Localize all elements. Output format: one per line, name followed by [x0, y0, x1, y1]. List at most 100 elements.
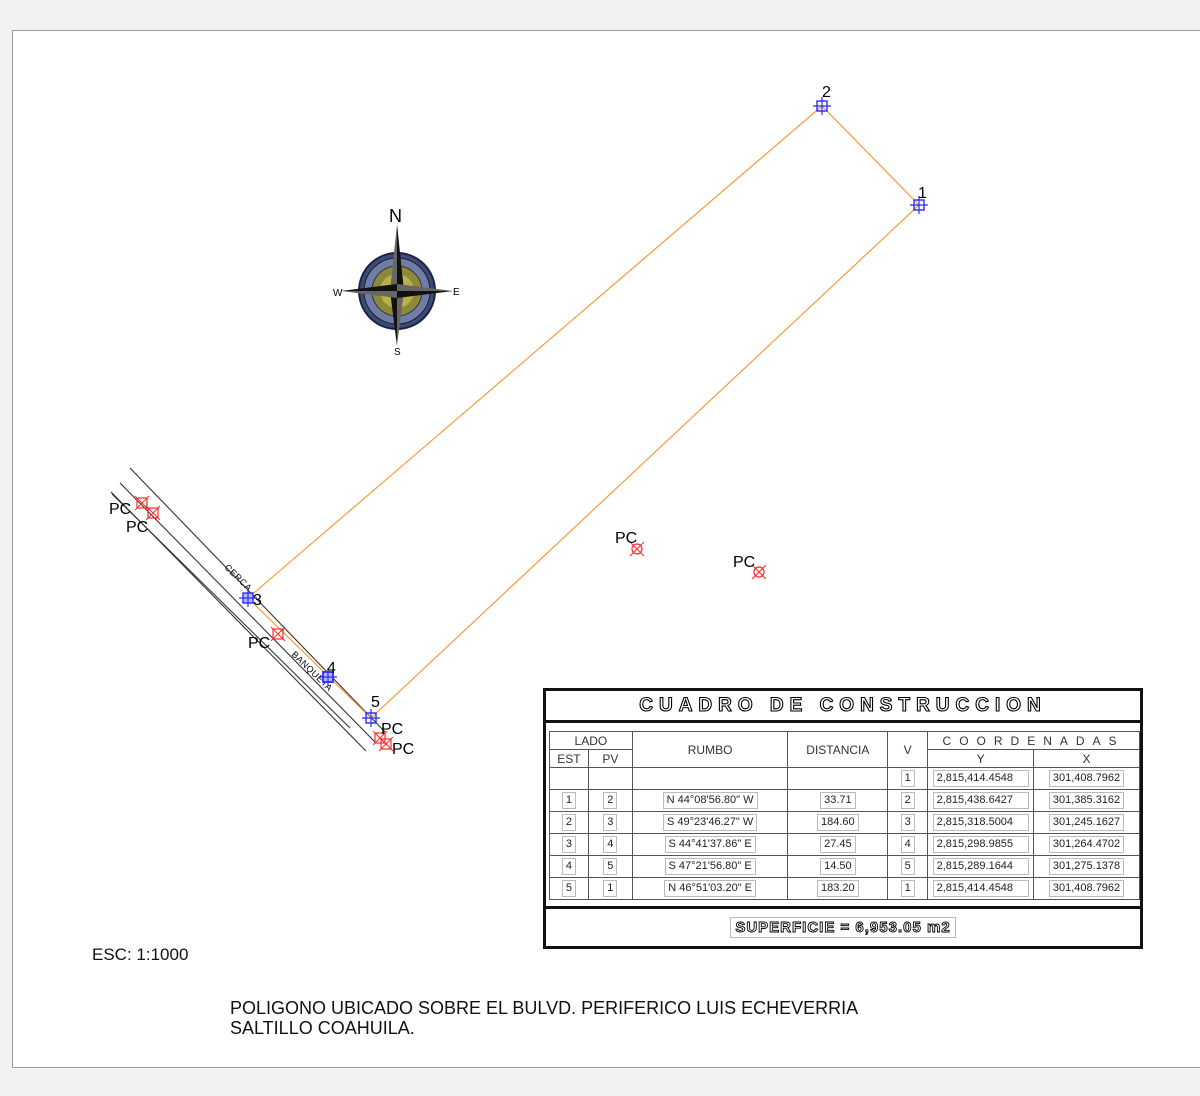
- cell-rumbo-value: S 49°23'46.27" W: [662, 814, 758, 831]
- construction-table: CUADRO DE CONSTRUCCION LADO RUMBO DISTAN…: [543, 688, 1143, 949]
- cell-rumbo-value: N 46°51'03.20" E: [664, 880, 756, 897]
- pc-marker-5[interactable]: [378, 736, 394, 752]
- cell-x: 301,408.7962: [1033, 877, 1140, 900]
- cell-x: 301,264.4702: [1033, 833, 1140, 856]
- vertex-marker-4[interactable]: [319, 668, 337, 686]
- cell-rumbo-value: S 44°41'37.86" E: [664, 836, 756, 853]
- cerca-label: CERCA: [223, 562, 254, 593]
- cell-pv: 4: [587, 833, 633, 856]
- vertex-label-3: 3: [253, 592, 262, 609]
- compass-north: N: [389, 206, 402, 226]
- cell-v-value: 2: [900, 792, 915, 809]
- compass-west: W: [333, 288, 343, 299]
- cell-est: 3: [549, 833, 589, 856]
- vertex-marker-1[interactable]: [910, 196, 928, 214]
- road-line-4: [111, 493, 351, 729]
- pc-label-5: PC: [392, 741, 414, 758]
- vertex-marker-5[interactable]: [362, 709, 380, 727]
- compass-south: S: [394, 347, 401, 358]
- cell-est-value: 2: [561, 814, 577, 831]
- vertex-marker-2[interactable]: [813, 97, 831, 115]
- cell-distancia-value: 183.20: [817, 880, 859, 897]
- cell-rumbo: S 49°23'46.27" W: [631, 811, 789, 834]
- cell-y-value: 2,815,438.6427: [932, 792, 1029, 809]
- cell-y: 2,815,318.5004: [927, 811, 1035, 834]
- vertex-label-4: 4: [327, 660, 336, 677]
- cell-pv-value: 2: [603, 792, 618, 809]
- vertex-label-1: 1: [918, 185, 927, 202]
- pc-marker-7[interactable]: [751, 564, 767, 580]
- cell-distancia: [787, 767, 889, 790]
- header-rumbo: RUMBO: [631, 731, 789, 768]
- pc-label-7: PC: [733, 554, 755, 571]
- pc-marker-1[interactable]: [134, 495, 150, 511]
- cell-pv-value: 1: [603, 880, 618, 897]
- cell-rumbo: [631, 767, 789, 790]
- cell-pv: 2: [587, 789, 633, 812]
- cell-y-value: 2,815,298.9855: [932, 836, 1029, 853]
- road-line-2: [119, 482, 376, 743]
- header-distancia: DISTANCIA: [787, 731, 889, 768]
- cell-v: 3: [887, 811, 929, 834]
- cell-pv: 3: [587, 811, 633, 834]
- property-boundary: [247, 105, 920, 719]
- header-y: Y: [927, 749, 1035, 768]
- cell-y: 2,815,298.9855: [927, 833, 1035, 856]
- cell-x: 301,275.1378: [1033, 855, 1140, 878]
- vertex-marker-3[interactable]: [239, 589, 257, 607]
- pc-label-2: PC: [126, 519, 148, 536]
- cell-x-value: 301,264.4702: [1048, 836, 1125, 853]
- pc-marker-2[interactable]: [145, 505, 161, 521]
- cell-est-value: 4: [561, 858, 577, 875]
- vertex-label-5: 5: [371, 694, 380, 711]
- superficie-bar: SUPERFICIE = 6,953.05 m2: [546, 906, 1140, 946]
- cell-v: 1: [887, 877, 929, 900]
- cell-distancia-value: 27.45: [820, 836, 856, 853]
- location-line-2: SALTILLO COAHUILA.: [230, 1018, 415, 1038]
- cell-y-value: 2,815,318.5004: [932, 814, 1029, 831]
- superficie-value: SUPERFICIE = 6,953.05 m2: [730, 917, 956, 938]
- cell-est: [549, 767, 589, 790]
- cell-y-value: 2,815,414.4548: [932, 880, 1029, 897]
- cell-v: 5: [887, 855, 929, 878]
- pc-label-1: PC: [109, 501, 131, 518]
- cell-pv: 5: [587, 855, 633, 878]
- cell-v-value: 3: [900, 814, 915, 831]
- cell-distancia-value: 184.60: [817, 814, 859, 831]
- cell-est: 5: [549, 877, 589, 900]
- pc-marker-6[interactable]: [629, 541, 645, 557]
- road-line-1: [129, 467, 386, 733]
- cell-est-value: 5: [561, 880, 577, 897]
- cell-pv-value: 4: [603, 836, 618, 853]
- cell-x-value: 301,245.1627: [1048, 814, 1125, 831]
- cell-pv-value: 3: [603, 814, 618, 831]
- cell-v: 4: [887, 833, 929, 856]
- cell-v: 1: [887, 767, 929, 790]
- pc-marker-3[interactable]: [270, 626, 286, 642]
- cell-x: 301,245.1627: [1033, 811, 1140, 834]
- cell-est-value: 3: [561, 836, 577, 853]
- location-caption: POLIGONO UBICADO SOBRE EL BULVD. PERIFER…: [230, 998, 858, 1038]
- cell-x-value: 301,408.7962: [1048, 770, 1125, 787]
- cell-v-value: 5: [900, 858, 915, 875]
- cell-est-value: 1: [561, 792, 577, 809]
- table-title-bar: CUADRO DE CONSTRUCCION: [546, 691, 1140, 723]
- vertex-label-2: 2: [822, 84, 831, 101]
- compass-rose-icon: [341, 224, 453, 346]
- cell-est: 4: [549, 855, 589, 878]
- cell-pv-value: 5: [603, 858, 618, 875]
- cell-rumbo-value: S 47°21'56.80" E: [664, 858, 756, 875]
- construction-grid: LADO RUMBO DISTANCIA V COORDENADAS EST P…: [549, 731, 1140, 900]
- cell-x-value: 301,385.3162: [1048, 792, 1125, 809]
- cell-distancia-value: 14.50: [820, 858, 856, 875]
- cell-distancia: 33.71: [787, 789, 889, 812]
- cell-v-value: 4: [900, 836, 915, 853]
- pc-label-3: PC: [248, 635, 270, 652]
- cell-y-value: 2,815,414.4548: [932, 770, 1029, 787]
- cell-rumbo: S 47°21'56.80" E: [631, 855, 789, 878]
- cell-pv: [587, 767, 633, 790]
- cell-est: 1: [549, 789, 589, 812]
- cell-x: 301,385.3162: [1033, 789, 1140, 812]
- cell-pv: 1: [587, 877, 633, 900]
